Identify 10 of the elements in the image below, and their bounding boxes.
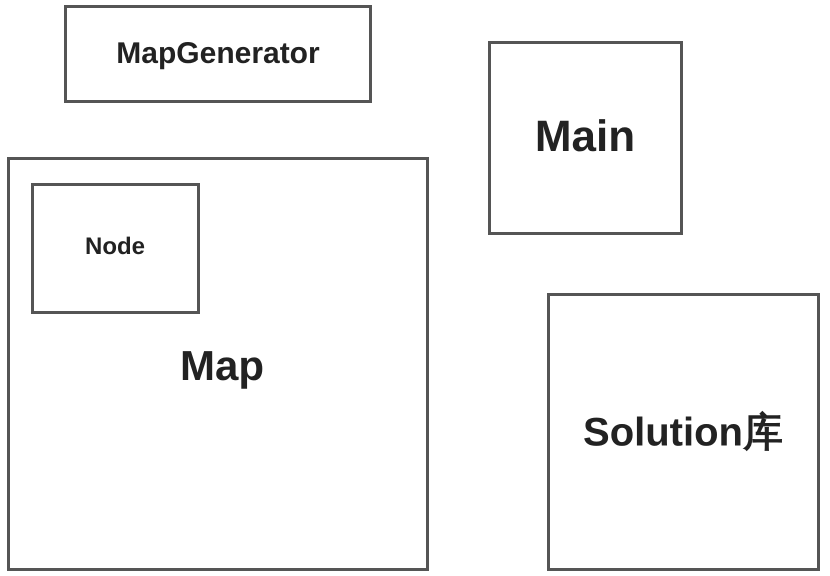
class-box [64, 5, 372, 103]
inner-class-box [31, 183, 200, 314]
node-label: MapGenerator [116, 37, 320, 71]
node-label: Solution库 [583, 410, 783, 456]
node-label: Map [180, 342, 264, 390]
node-label: Node [85, 233, 145, 261]
class-box [547, 293, 820, 571]
node-label: Main [534, 112, 636, 162]
class-box [488, 41, 683, 235]
class-box [7, 157, 429, 571]
